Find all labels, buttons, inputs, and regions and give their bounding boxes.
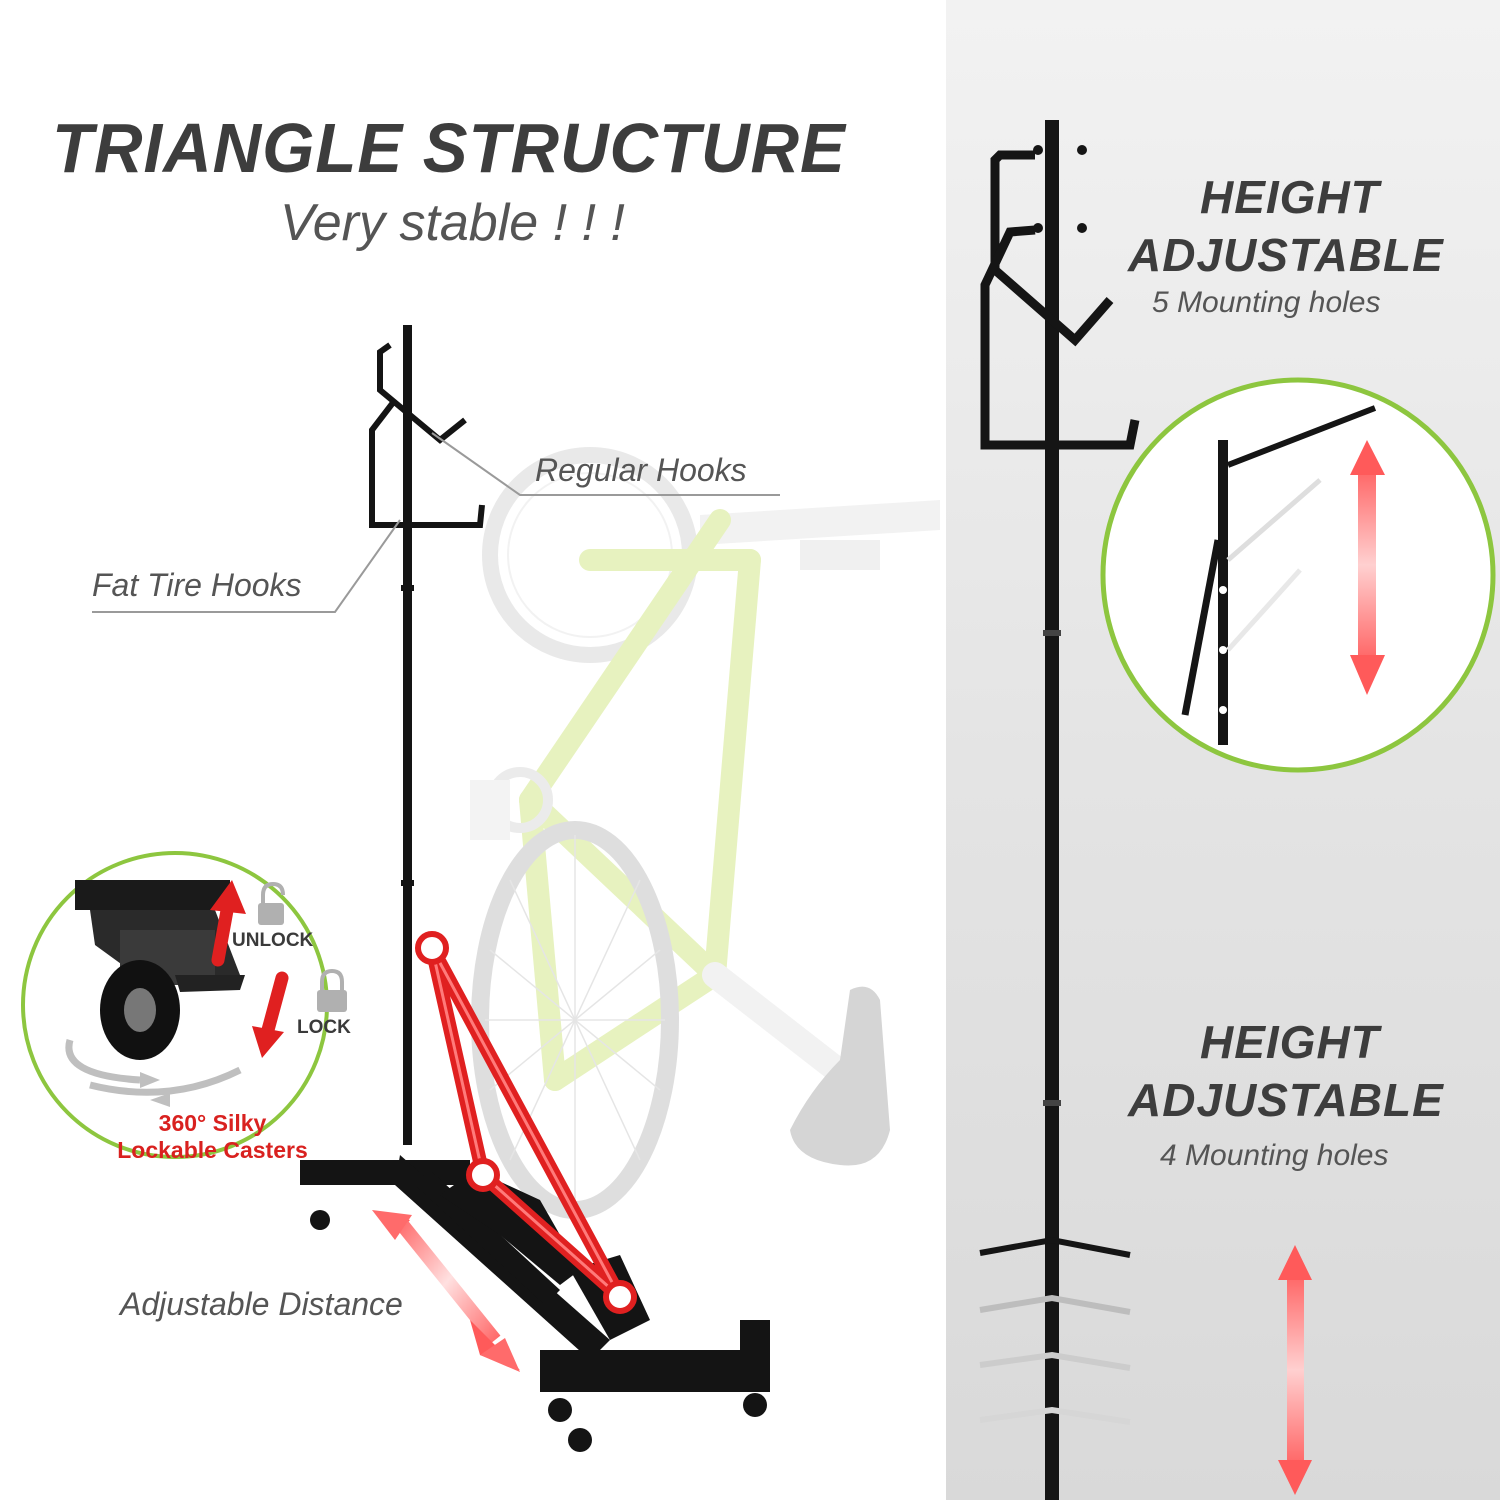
bicycle-ghost: [470, 447, 940, 1219]
red-arrow-icon: [210, 880, 246, 967]
red-arrow-icon: [252, 971, 289, 1058]
height-top-line2: ADJUSTABLE: [1128, 229, 1444, 281]
headline-title: TRIANGLE STRUCTURE: [52, 109, 846, 187]
caster-caption-line1: 360° Silky: [158, 1110, 267, 1136]
unlock-label: UNLOCK: [232, 930, 314, 951]
height-top-detail: 5 Mounting holes: [1152, 286, 1381, 319]
regular-hooks-label: Regular Hooks: [535, 452, 747, 488]
caster-detail-circle: [21, 851, 347, 1159]
red-arrow-icon: [1278, 1245, 1312, 1495]
height-bottom-line2: ADJUSTABLE: [1128, 1074, 1444, 1126]
height-bottom-detail: 4 Mounting holes: [1160, 1139, 1389, 1172]
adjustable-distance-label: Adjustable Distance: [120, 1286, 403, 1322]
height-bottom-line1: HEIGHT: [1200, 1016, 1380, 1068]
headline-subtitle: Very stable ! ! !: [280, 194, 625, 252]
callout-lines: [92, 432, 780, 613]
lock-open-icon: [258, 881, 285, 925]
caster-caption: 360° Silky Lockable Casters: [100, 1110, 325, 1164]
red-arrow-icon: [1350, 440, 1385, 695]
triangle-structure: [415, 931, 637, 1314]
zoom-detail-circle: [1100, 377, 1496, 773]
height-top-line1: HEIGHT: [1200, 171, 1380, 223]
caster-caption-line2: Lockable Casters: [117, 1137, 308, 1163]
red-arrow-icon: [372, 1210, 520, 1372]
bike-rack: [300, 325, 770, 1452]
rotation-arrows-icon: [65, 1039, 242, 1096]
lock-closed-icon: [317, 968, 347, 1012]
height-pole: [979, 120, 1140, 1500]
fat-tire-hooks-label: Fat Tire Hooks: [92, 567, 302, 603]
lock-label: LOCK: [297, 1017, 351, 1038]
